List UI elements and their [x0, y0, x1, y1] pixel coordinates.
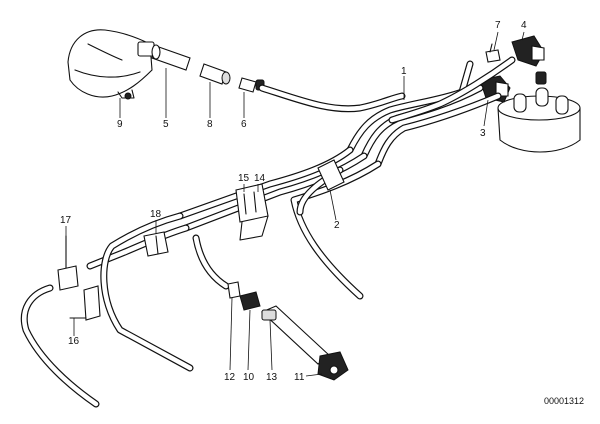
coil-lead: [258, 84, 406, 113]
part-label-8: 8: [207, 119, 213, 130]
part-label-2: 2: [334, 220, 340, 231]
part-labels: 1 2 3 4 5 6 7 8 9 10 11 12 13 14 15 16 1…: [60, 20, 527, 383]
distributor-cap: [497, 71, 581, 153]
bracket-16: [69, 285, 101, 321]
part-label-12: 12: [224, 372, 236, 383]
part-label-4: 4: [521, 20, 527, 31]
clip-17: [57, 235, 79, 291]
connector-6: [238, 77, 265, 93]
part-label-13: 13: [266, 372, 278, 383]
clamp-18: [143, 231, 169, 257]
connector-13: [261, 305, 331, 365]
part-label-14: 14: [254, 173, 266, 184]
part-label-1: 1: [401, 66, 407, 77]
part-label-3: 3: [480, 128, 486, 139]
connector-8: [199, 63, 231, 85]
part-label-10: 10: [243, 372, 255, 383]
leader-lines: [65, 31, 525, 377]
distributor-lead-bundle: [346, 56, 516, 168]
connector-10: [239, 291, 261, 311]
plug-boot-4: [511, 35, 545, 67]
clip-7: [485, 43, 501, 63]
part-label-5: 5: [163, 119, 169, 130]
boot-11: [317, 351, 349, 381]
part-label-16: 16: [68, 336, 80, 347]
clamp-15: [235, 183, 269, 241]
part-label-17: 17: [60, 215, 72, 226]
part-label-7: 7: [495, 20, 501, 31]
part-label-11: 11: [294, 372, 305, 383]
part-label-15: 15: [238, 173, 250, 184]
part-label-9: 9: [117, 119, 123, 130]
left-leads: [20, 212, 230, 408]
connector-12: [227, 281, 241, 299]
drawing-number: 00001312: [544, 396, 584, 406]
plug-boot-3: [479, 75, 511, 103]
main-harness: [176, 146, 382, 300]
part-label-18: 18: [150, 209, 162, 220]
connector-5: [151, 44, 191, 71]
coil-boot: [67, 29, 155, 100]
part-label-6: 6: [241, 119, 247, 130]
